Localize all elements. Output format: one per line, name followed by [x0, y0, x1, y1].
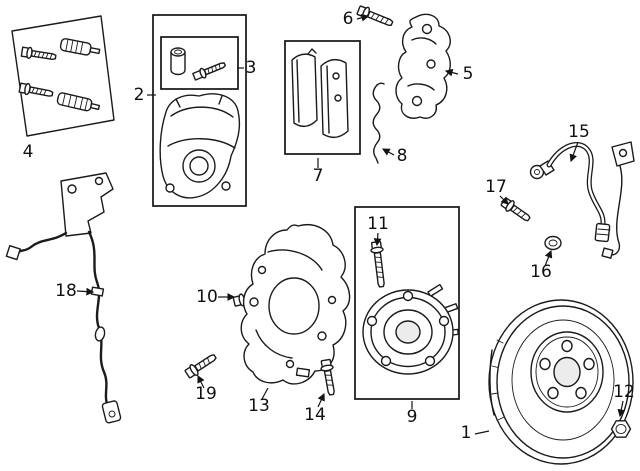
leader-12	[617, 400, 626, 418]
part-callout-4[interactable]: 4	[23, 142, 34, 162]
caliper-kit-box	[152, 14, 247, 207]
part-callout-19[interactable]: 19	[195, 384, 217, 404]
leader-14	[317, 392, 325, 408]
part-callout-11[interactable]: 11	[367, 214, 389, 234]
spindle-nut-drawing	[610, 420, 632, 438]
part-callout-12[interactable]: 12	[613, 382, 635, 402]
splash-shield-drawing	[240, 224, 351, 385]
caliper-bracket-drawing	[395, 13, 451, 119]
bracket-bolt-drawing	[356, 5, 394, 26]
leader-18	[76, 287, 95, 296]
brake-pads-drawing	[284, 40, 361, 155]
leader-5	[444, 68, 459, 77]
pin-bushing-drawing	[170, 47, 227, 81]
leader-19	[197, 374, 205, 389]
pad-wear-clip-drawing	[372, 82, 385, 164]
part-callout-18[interactable]: 18	[55, 281, 77, 301]
leader-lines	[76, 13, 626, 435]
part-callout-1[interactable]: 1	[461, 423, 472, 443]
part-callout-17[interactable]: 17	[485, 177, 507, 197]
part-callout-9[interactable]: 9	[407, 407, 418, 427]
leader-15	[569, 141, 579, 163]
leader-13	[261, 387, 269, 400]
part-callouts: 1 2 3 4 5 6 7 8 9 10 11 12 13 14 15 16 1…	[23, 9, 635, 443]
part-callout-13[interactable]: 13	[248, 396, 270, 416]
brake-caliper-drawing	[159, 93, 241, 199]
part-callout-10[interactable]: 10	[196, 287, 218, 307]
leader-8	[381, 148, 395, 156]
part-callout-16[interactable]: 16	[530, 262, 552, 282]
part-callout-7[interactable]: 7	[313, 166, 324, 186]
guide-pin-kit-drawing	[11, 15, 115, 137]
part-callout-6[interactable]: 6	[343, 9, 354, 29]
bracket-bolt-lower-drawing	[184, 354, 217, 379]
leader-11	[373, 232, 382, 247]
brake-hose-drawing	[529, 141, 635, 259]
leader-6	[356, 13, 370, 22]
part-callout-5[interactable]: 5	[463, 64, 474, 84]
part-callout-15[interactable]: 15	[568, 122, 590, 142]
leader-16	[544, 249, 553, 267]
abs-harness-drawing	[5, 172, 122, 424]
part-callout-2[interactable]: 2	[134, 85, 145, 105]
part-callout-8[interactable]: 8	[397, 146, 408, 166]
leader-17	[499, 195, 509, 205]
hub-box	[354, 206, 460, 400]
hub-bolt-drawing	[370, 240, 385, 288]
part-callout-14[interactable]: 14	[304, 405, 326, 425]
part-callout-3[interactable]: 3	[246, 58, 257, 78]
hose-washer-drawing	[544, 235, 562, 251]
leader-1	[474, 430, 490, 435]
shield-bolt-vertical-drawing	[320, 358, 335, 396]
hose-bolt-drawing	[500, 197, 531, 222]
wheel-hub-drawing	[362, 283, 459, 375]
brake-rotor-drawing	[488, 299, 634, 465]
